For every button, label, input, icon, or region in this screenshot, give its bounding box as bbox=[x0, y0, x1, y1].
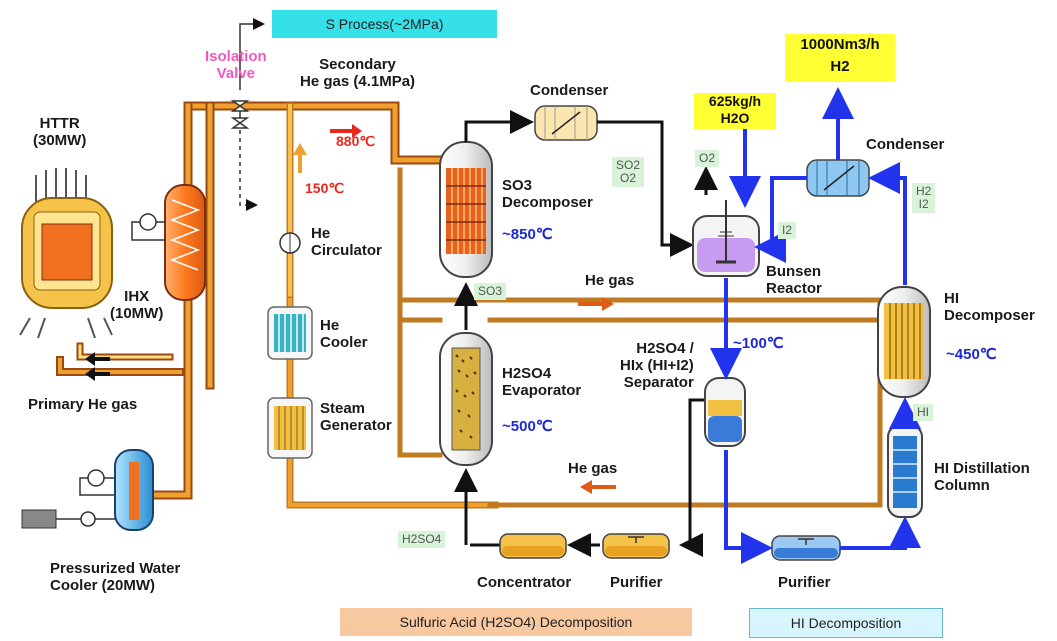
cold-temperature-label: 150℃ bbox=[305, 180, 345, 196]
primary-he-gas-label: Primary He gas bbox=[28, 396, 138, 413]
he-cooler-label: He Cooler bbox=[320, 317, 368, 351]
hi-purifier-label: Purifier bbox=[778, 574, 831, 591]
separator-icon bbox=[704, 377, 746, 447]
httr-reactor bbox=[19, 168, 113, 339]
so3-condenser-icon bbox=[534, 105, 598, 141]
hi-tag: HI bbox=[913, 404, 933, 421]
flow-arrows-he bbox=[85, 124, 616, 494]
h2so4-evaporator-temperature: ~500℃ bbox=[502, 418, 553, 435]
so3-decomposer-temperature: ~850℃ bbox=[502, 226, 553, 243]
hi-decomposer-icon bbox=[877, 286, 931, 398]
pressurized-water-cooler bbox=[21, 449, 154, 531]
hi-decomposition-banner: HI Decomposition bbox=[749, 608, 943, 638]
process-lines-blue bbox=[710, 87, 921, 564]
httr-label: HTTR (30MW) bbox=[33, 115, 87, 149]
s-process-banner: S Process(~2MPa) bbox=[272, 10, 497, 38]
hi-condenser-label: Condenser bbox=[866, 136, 945, 153]
hi-distillation-column-icon bbox=[887, 424, 923, 518]
isolation-valve-icon bbox=[230, 18, 265, 211]
hi-distillation-label: HI Distillation Column bbox=[934, 460, 1030, 494]
hi-condenser-icon bbox=[806, 159, 870, 197]
hydrogen-output-box: 1000Nm3/h H2 bbox=[785, 34, 895, 82]
he-circulator-label: He Circulator bbox=[311, 225, 382, 259]
so3-tag: SO3 bbox=[474, 283, 507, 300]
so3-decomposer-label: SO3 Decomposer bbox=[502, 177, 593, 211]
so3-decomposer-icon bbox=[439, 141, 493, 278]
ihx bbox=[131, 184, 206, 301]
h2so4-tag: H2SO4 bbox=[398, 531, 446, 548]
sulfuric-purifier-label: Purifier bbox=[610, 574, 663, 591]
hi-decomposition-label: HI Decomposition bbox=[790, 615, 902, 631]
pressurized-water-cooler-label: Pressurized Water Cooler (20MW) bbox=[50, 560, 181, 594]
separator-label: H2SO4 / HIx (HI+I2) Separator bbox=[620, 340, 694, 391]
sulfuric-purifier-icon bbox=[602, 533, 670, 559]
he-cooler-icon bbox=[267, 306, 313, 360]
ihx-label: IHX (10MW) bbox=[110, 288, 164, 322]
bunsen-temperature: ~100℃ bbox=[733, 335, 784, 352]
concentrator-icon bbox=[499, 533, 567, 559]
so2-o2-tag: SO2 O2 bbox=[612, 157, 645, 187]
steam-generator-icon bbox=[267, 397, 313, 459]
bunsen-reactor-icon bbox=[692, 200, 760, 277]
concentrator-label: Concentrator bbox=[477, 574, 572, 591]
sulfuric-acid-label: Sulfuric Acid (H2SO4) Decomposition bbox=[399, 614, 633, 630]
he-gas-label-upper: He gas bbox=[585, 272, 635, 289]
hi-purifier-icon bbox=[771, 535, 841, 561]
h2-i2-tag: H2 I2 bbox=[912, 183, 936, 213]
hi-decomposer-label: HI Decomposer bbox=[944, 290, 1035, 324]
hot-temperature-label: 880℃ bbox=[336, 133, 376, 149]
steam-generator-label: Steam Generator bbox=[320, 400, 392, 434]
process-lines-black bbox=[454, 110, 718, 557]
he-gas-label-lower: He gas bbox=[568, 460, 618, 477]
water-feed-box: 625kg/h H2O bbox=[694, 93, 776, 129]
s-process-label: S Process(~2MPa) bbox=[325, 16, 444, 32]
he-circulator-icon bbox=[279, 232, 301, 254]
isolation-valve-label: Isolation Valve bbox=[205, 48, 267, 82]
bunsen-reactor-label: Bunsen Reactor bbox=[766, 263, 822, 297]
h2so4-evaporator-icon bbox=[439, 332, 493, 466]
i2-tag: I2 bbox=[778, 222, 797, 239]
o2-tag: O2 bbox=[695, 150, 720, 167]
hi-decomposer-temperature: ~450℃ bbox=[946, 346, 997, 363]
sulfuric-acid-banner: Sulfuric Acid (H2SO4) Decomposition bbox=[340, 608, 692, 636]
so3-condenser-label: Condenser bbox=[530, 82, 609, 99]
secondary-he-gas-label: Secondary He gas (4.1MPa) bbox=[300, 56, 416, 90]
h2so4-evaporator-label: H2SO4 Evaporator bbox=[502, 365, 582, 399]
